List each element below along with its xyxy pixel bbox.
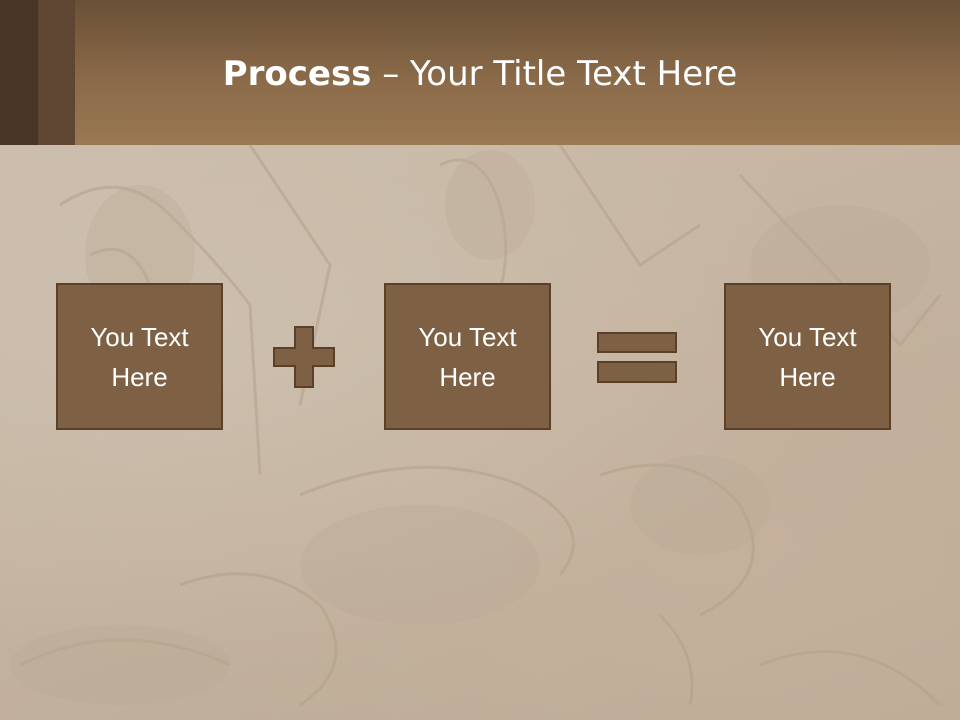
plus-icon (273, 326, 335, 388)
process-box-1[interactable]: You Text Here (56, 283, 223, 430)
slide-title[interactable]: Process – Your Title Text Here (0, 52, 960, 96)
title-bar: Process – Your Title Text Here (0, 0, 960, 145)
process-box-3-text: You Text Here (758, 321, 857, 392)
process-box-1-text: You Text Here (90, 321, 189, 392)
relief-texture (10, 145, 942, 707)
title-bar-accent-dark (0, 0, 38, 145)
equals-icon (597, 332, 677, 383)
process-box-3[interactable]: You Text Here (724, 283, 891, 430)
title-bold-part: Process (222, 54, 372, 94)
title-bar-accent-medium (38, 0, 75, 145)
background-relief-image (0, 145, 960, 720)
process-box-2-text: You Text Here (418, 321, 517, 392)
title-rest-part: – Your Title Text Here (371, 54, 738, 94)
process-box-2[interactable]: You Text Here (384, 283, 551, 430)
